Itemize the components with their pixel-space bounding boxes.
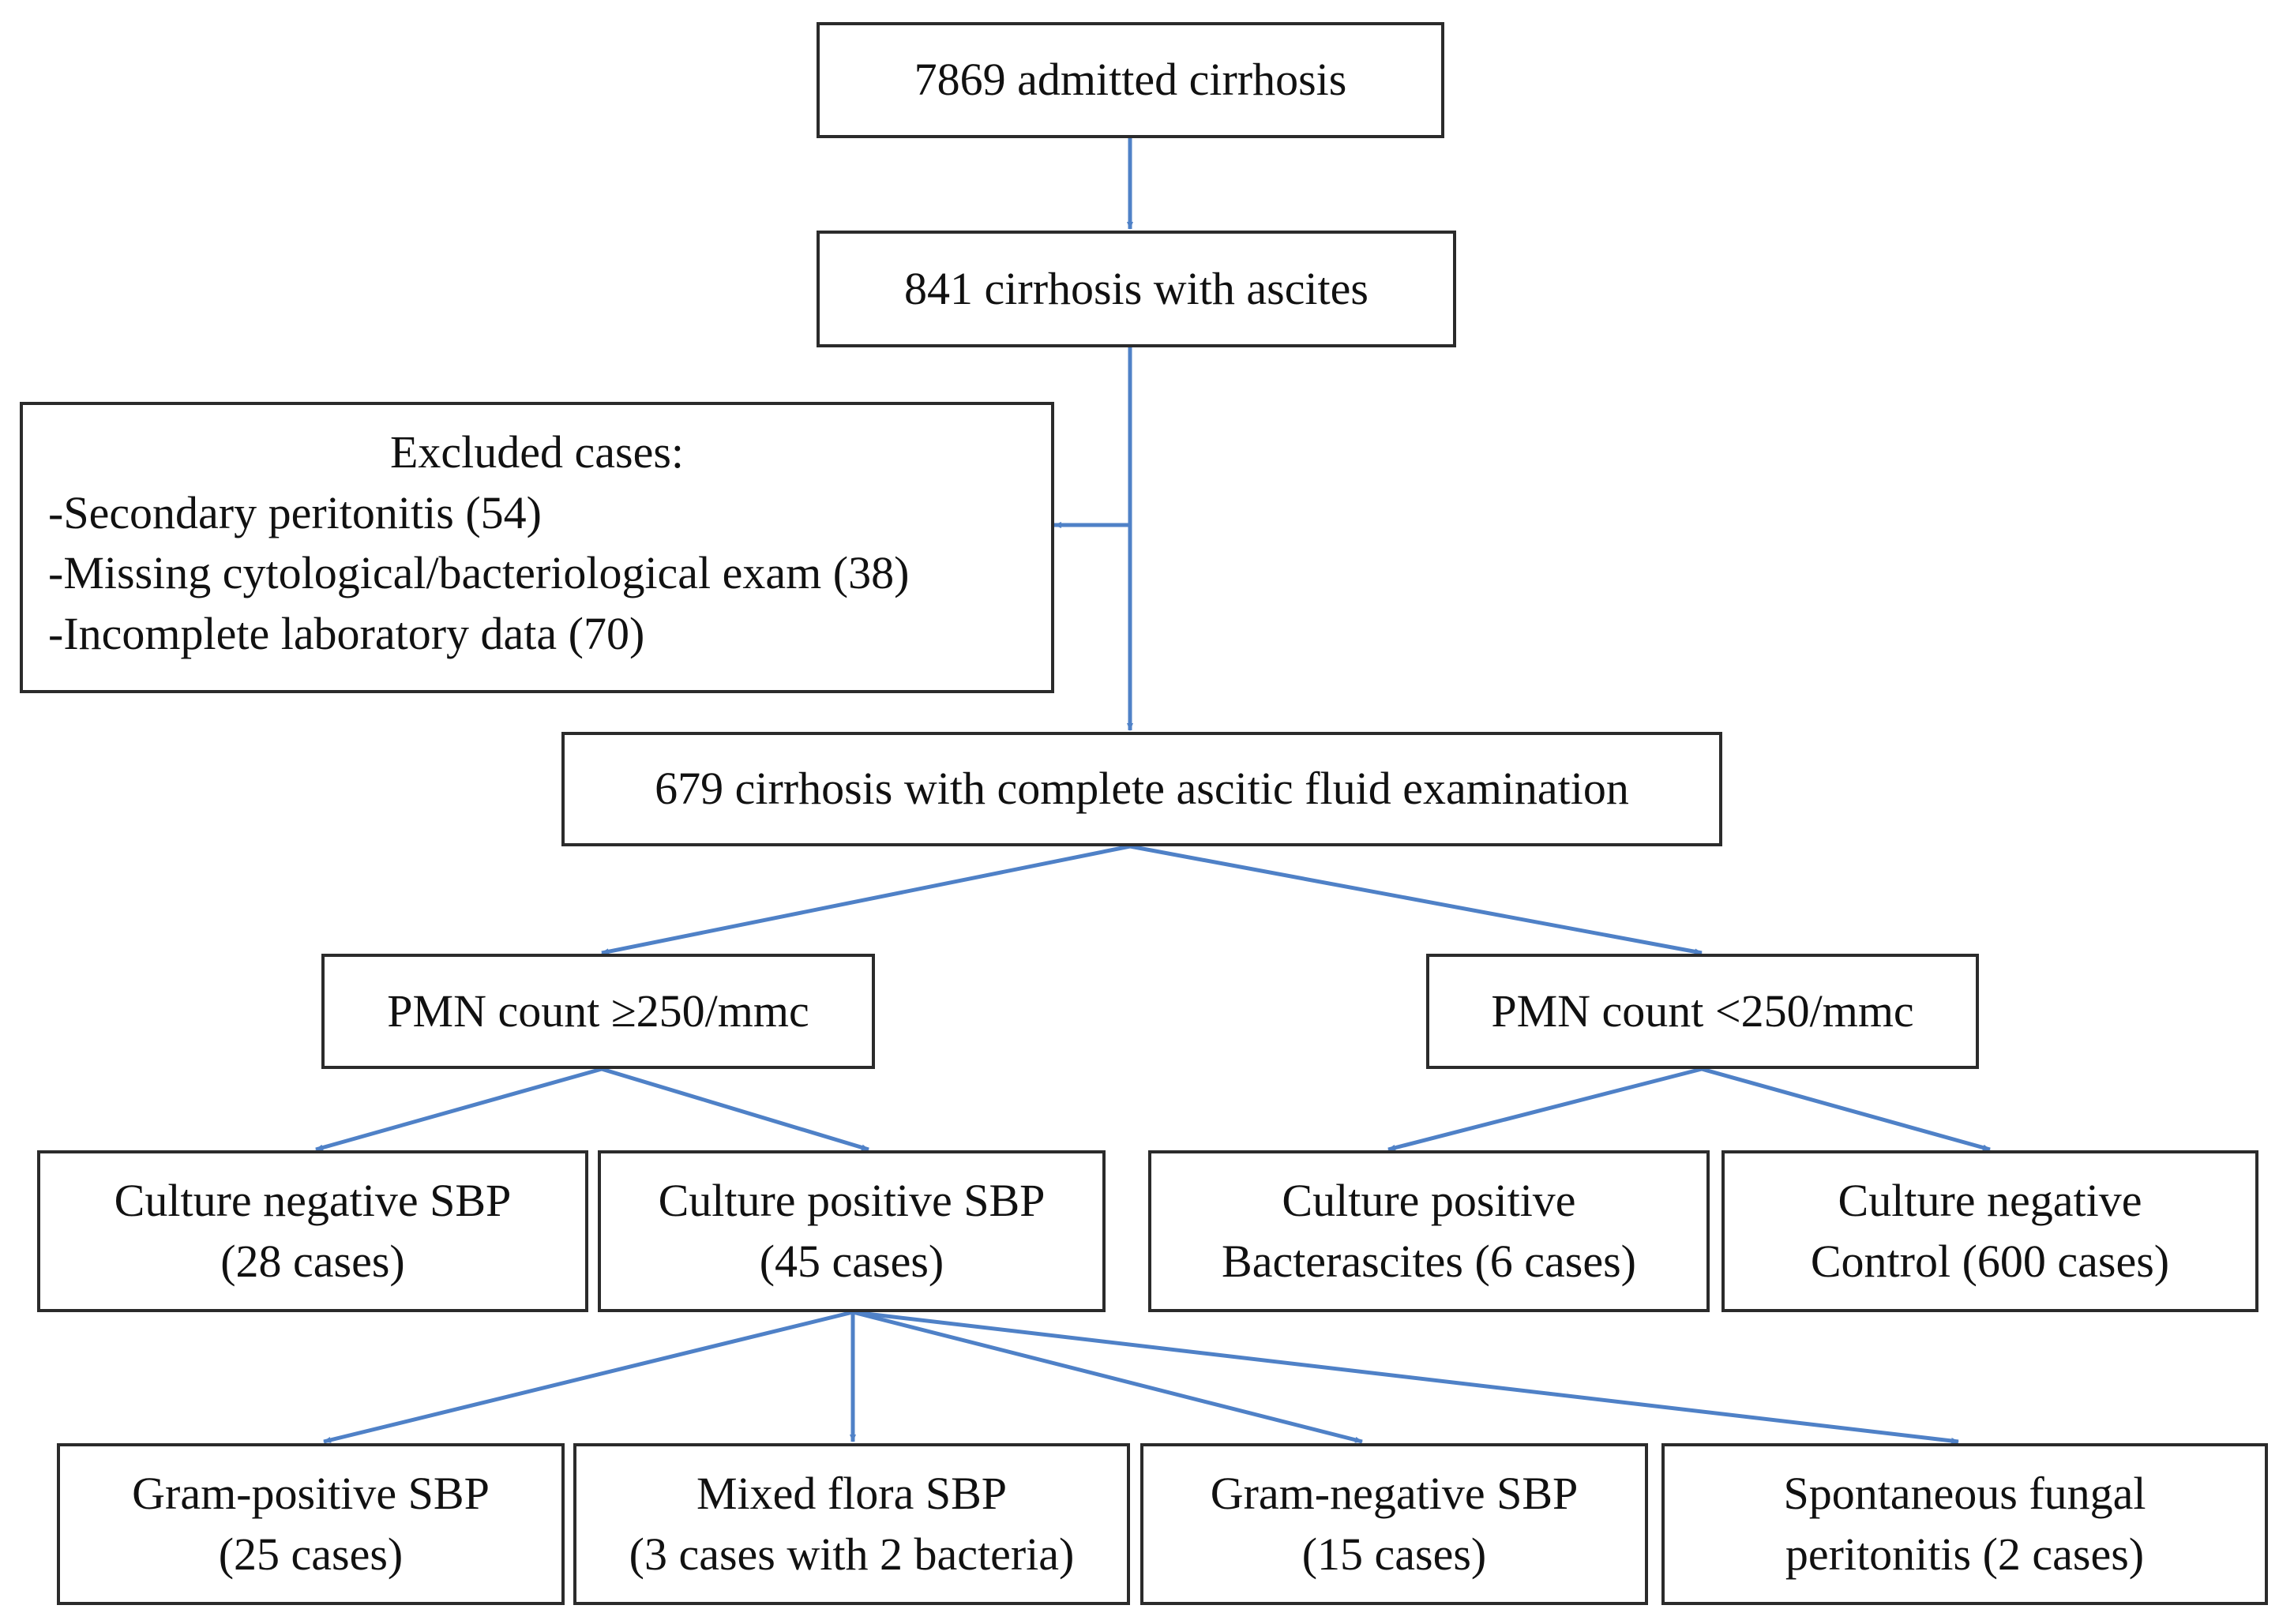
box-text: Spontaneous fungal [1783, 1467, 2146, 1519]
box-text: PMN count <250/mmc [1491, 985, 1914, 1037]
arrow-culture-pos-to-gram-neg [852, 1310, 1363, 1444]
excluded-item: -Incomplete laboratory data (70) [48, 607, 645, 659]
box-text: 841 cirrhosis with ascites [904, 262, 1369, 314]
arrow-complete-to-pmn-low [1129, 844, 1703, 955]
box-cirrhosis-with-ascites: 841 cirrhosis with ascites [817, 231, 1456, 347]
excluded-item: -Missing cytological/bacteriological exa… [48, 547, 910, 599]
box-text: Culture negative SBP [114, 1174, 512, 1226]
box-text: Bacterascites (6 cases) [1222, 1235, 1636, 1287]
box-complete-ascitic-examination: 679 cirrhosis with complete ascitic flui… [561, 732, 1722, 846]
box-text: Mixed flora SBP [696, 1467, 1008, 1519]
box-pmn-low: PMN count <250/mmc [1426, 954, 1979, 1069]
box-gram-negative-sbp: Gram-negative SBP (15 cases) [1140, 1443, 1648, 1605]
arrow-pmn-low-to-control [1701, 1067, 1991, 1152]
excluded-item: -Secondary peritonitis (54) [48, 486, 542, 538]
arrow-complete-to-pmn-high [601, 844, 1131, 955]
box-culture-negative-sbp: Culture negative SBP (28 cases) [37, 1150, 588, 1312]
box-text: (45 cases) [759, 1235, 944, 1287]
box-mixed-flora-sbp: Mixed flora SBP (3 cases with 2 bacteria… [573, 1443, 1130, 1605]
box-text: (25 cases) [218, 1528, 404, 1580]
arrow-pmn-high-to-culture-pos [601, 1067, 869, 1152]
arrow-culture-pos-to-gram-pos [323, 1310, 854, 1444]
box-text: Control (600 cases) [1810, 1235, 2170, 1287]
box-admitted-cirrhosis: 7869 admitted cirrhosis [817, 22, 1444, 138]
box-text: Culture positive SBP [658, 1174, 1046, 1226]
arrow-pmn-low-to-bacterascites [1387, 1067, 1703, 1152]
box-text: (3 cases with 2 bacteria) [629, 1528, 1075, 1580]
box-text: Culture positive [1282, 1174, 1576, 1226]
box-culture-positive-sbp: Culture positive SBP (45 cases) [598, 1150, 1106, 1312]
box-excluded-cases: Excluded cases: -Secondary peritonitis (… [20, 402, 1054, 693]
box-spontaneous-fungal-peritonitis: Spontaneous fungal peritonitis (2 cases) [1661, 1443, 2268, 1605]
box-text: 679 cirrhosis with complete ascitic flui… [655, 763, 1629, 815]
arrow-culture-pos-to-fungal [852, 1310, 1959, 1444]
box-control: Culture negative Control (600 cases) [1721, 1150, 2258, 1312]
box-text: (28 cases) [220, 1235, 405, 1287]
box-text: 7869 admitted cirrhosis [914, 54, 1347, 106]
box-text: Culture negative [1838, 1174, 2142, 1226]
box-text: (15 cases) [1301, 1528, 1487, 1580]
box-bacterascites: Culture positive Bacterascites (6 cases) [1148, 1150, 1710, 1312]
box-text: PMN count ≥250/mmc [387, 985, 809, 1037]
box-pmn-high: PMN count ≥250/mmc [321, 954, 875, 1069]
box-text: Gram-negative SBP [1210, 1467, 1579, 1519]
box-text: peritonitis (2 cases) [1785, 1528, 2145, 1580]
excluded-heading: Excluded cases: [389, 426, 684, 478]
box-text: Gram-positive SBP [132, 1467, 490, 1519]
box-gram-positive-sbp: Gram-positive SBP (25 cases) [57, 1443, 565, 1605]
arrow-pmn-high-to-culture-neg [315, 1067, 603, 1152]
